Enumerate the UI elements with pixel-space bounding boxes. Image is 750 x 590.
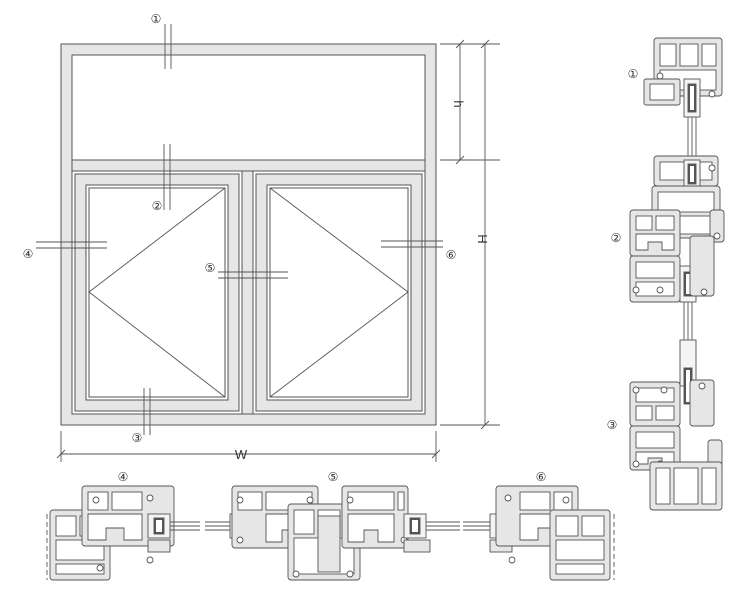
callout-2-section: ② [611, 231, 622, 245]
dimension-lines [56, 39, 500, 462]
section-1-glass [683, 78, 701, 160]
section-1-head-frame [643, 37, 723, 106]
callout-6-elevation: ⑥ [446, 248, 457, 262]
section-5-center-mullion [205, 485, 460, 581]
left-sash-opening-lines [88, 187, 226, 398]
left-sash-glass [85, 184, 229, 401]
callout-2-elevation: ② [152, 199, 163, 213]
vertical-section-drawing [629, 37, 725, 511]
right-sash-opening-lines [269, 187, 409, 398]
section-3-sill [629, 339, 723, 511]
window-elevation [60, 43, 437, 426]
section-2-transom [629, 155, 725, 340]
height-label: H [475, 234, 490, 243]
callout-1-elevation: ① [151, 12, 162, 26]
center-mullion [241, 170, 254, 415]
callout-3-section: ③ [607, 418, 618, 432]
callout-3-elevation: ③ [132, 431, 143, 445]
callout-6-section: ⑥ [536, 470, 547, 484]
callout-5-section: ⑤ [328, 470, 339, 484]
callout-5-elevation: ⑤ [205, 261, 216, 275]
right-sash-glass [266, 184, 412, 401]
transom-bar [71, 159, 426, 172]
width-label: W [235, 447, 248, 462]
transom-height-label: h [451, 100, 466, 107]
section-6-right-jamb [463, 485, 615, 581]
section-cut-markers [36, 24, 443, 435]
callout-1-section: ① [628, 67, 639, 81]
horizontal-section-drawing [46, 485, 615, 581]
callout-4-section: ④ [118, 470, 129, 484]
callout-4-elevation: ④ [23, 247, 34, 261]
section-4-left-jamb [46, 485, 200, 581]
